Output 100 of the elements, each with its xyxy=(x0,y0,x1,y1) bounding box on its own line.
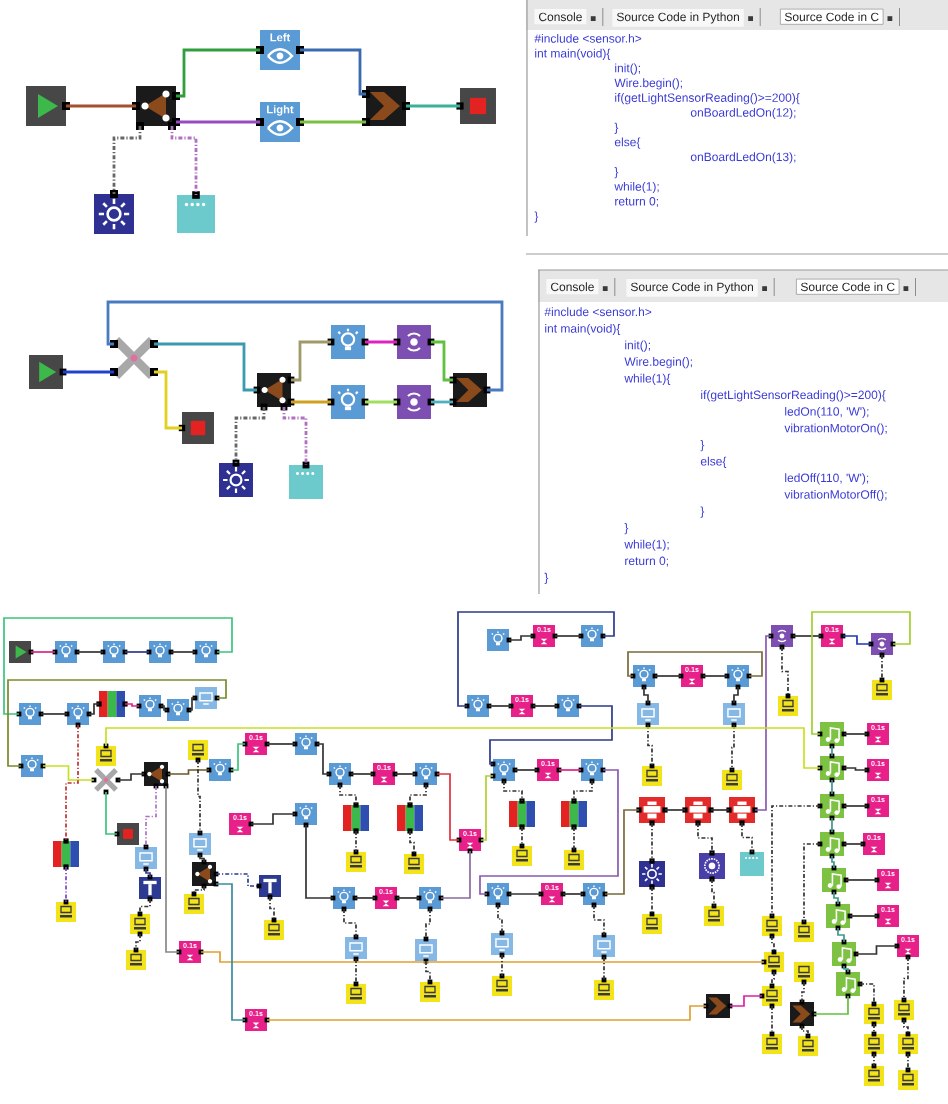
dashed-line xyxy=(771,805,821,917)
connector-line xyxy=(365,340,397,344)
connector-line xyxy=(843,965,849,973)
dashed-line xyxy=(521,826,523,847)
dashed-line xyxy=(907,1053,909,1071)
connector-line xyxy=(266,743,296,745)
connector-line xyxy=(215,883,246,1021)
dashed-line xyxy=(731,724,735,771)
dashed-line xyxy=(145,785,157,848)
connector-line xyxy=(105,791,118,835)
connector-line xyxy=(291,340,331,382)
connector-line xyxy=(833,891,839,905)
connector-line xyxy=(88,703,100,715)
connector-line xyxy=(176,48,260,98)
dashed-line xyxy=(771,1005,773,1035)
dashed-line xyxy=(425,908,431,940)
connector-line xyxy=(145,868,151,878)
led-block xyxy=(561,798,587,830)
connector-line xyxy=(42,765,95,781)
connector-line xyxy=(176,120,260,124)
connector-line xyxy=(170,651,196,653)
connector-line xyxy=(3,617,233,715)
connector-line xyxy=(831,779,833,795)
dashed-line xyxy=(501,954,503,977)
connector-line xyxy=(167,769,210,775)
dashed-line xyxy=(215,873,260,887)
dashed-line xyxy=(801,1025,809,1037)
connector-line xyxy=(842,635,872,645)
connector-line xyxy=(558,769,582,771)
connector-line xyxy=(436,773,460,841)
dashed-line xyxy=(603,956,605,981)
connector-line xyxy=(831,745,833,757)
dashed-line xyxy=(65,724,79,842)
led-block xyxy=(343,802,369,834)
connector-line xyxy=(562,893,584,895)
connector-line xyxy=(604,809,640,895)
dashed-line xyxy=(139,898,151,915)
connector-line xyxy=(406,104,460,108)
connector-line xyxy=(124,703,140,707)
connector-line xyxy=(305,824,334,899)
dashed-line xyxy=(409,830,415,855)
connector-line xyxy=(479,769,619,895)
connector-line xyxy=(627,651,763,677)
dashed-line xyxy=(573,780,593,802)
connector-line xyxy=(729,995,763,1007)
connector-line xyxy=(811,611,911,735)
dashed-line xyxy=(355,958,357,985)
connector-line xyxy=(489,705,613,765)
connector-line xyxy=(488,705,512,707)
dashed-line xyxy=(801,981,805,1003)
connector-line xyxy=(843,805,868,807)
dashed-line xyxy=(282,407,308,465)
connector-line xyxy=(199,854,205,863)
cross-block xyxy=(91,767,121,795)
connector-line xyxy=(154,342,257,392)
connector-line xyxy=(106,300,504,392)
connector-line xyxy=(849,915,878,917)
dashed-line xyxy=(781,646,789,697)
dashed-line xyxy=(497,904,503,934)
dashed-line xyxy=(711,878,715,907)
connector-line xyxy=(813,995,849,1015)
connector-line xyxy=(350,773,374,775)
dashed-line xyxy=(873,1023,875,1035)
connector-line xyxy=(165,785,180,953)
connector-line xyxy=(76,651,104,653)
connector-line xyxy=(160,705,168,711)
connector-line xyxy=(843,733,868,735)
connector-line xyxy=(654,675,682,677)
connector-line xyxy=(843,843,864,845)
connector-line xyxy=(754,635,772,811)
connector-line xyxy=(200,951,765,963)
dashed-line xyxy=(771,935,775,953)
connector-line xyxy=(7,679,227,767)
led-block xyxy=(397,802,423,834)
dashed-line xyxy=(881,654,883,681)
connector-line xyxy=(66,104,136,108)
connector-line xyxy=(394,773,416,775)
connector-line xyxy=(831,855,835,869)
connector-line xyxy=(532,705,558,707)
connector-line xyxy=(664,809,686,811)
connector-line xyxy=(396,897,420,899)
connector-line xyxy=(702,675,728,677)
dashed-line xyxy=(903,1019,909,1035)
dashed-line xyxy=(355,830,357,853)
dashed-line xyxy=(573,826,575,851)
connector-line xyxy=(431,340,453,382)
connector-line xyxy=(431,400,453,404)
connector-line xyxy=(837,927,845,943)
dashed-line xyxy=(425,960,431,983)
connector-line xyxy=(845,879,878,881)
dashed-line xyxy=(234,407,266,463)
dashed-line xyxy=(65,866,67,903)
connector-line xyxy=(643,686,649,704)
connector-line xyxy=(508,635,534,641)
dashed-line xyxy=(343,908,357,938)
dashed-line xyxy=(873,1053,875,1067)
dashed-line xyxy=(503,780,523,802)
connector-line xyxy=(457,611,615,707)
connector-line xyxy=(300,48,366,96)
led-block xyxy=(509,798,535,830)
